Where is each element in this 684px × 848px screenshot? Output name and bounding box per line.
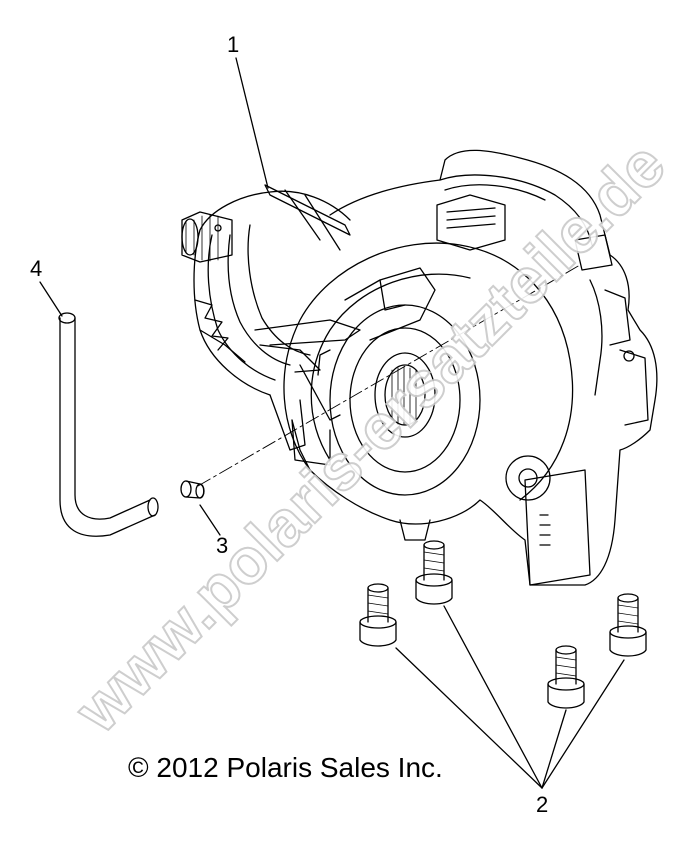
- leader-line-1: [235, 57, 269, 189]
- callout-4: 4: [30, 256, 43, 281]
- bolt-4: [609, 593, 647, 657]
- leader-line-4: [39, 281, 63, 317]
- leader-line-3: [199, 504, 221, 536]
- callout-3: 3: [216, 533, 229, 558]
- plug: [180, 480, 205, 499]
- centerline: [197, 264, 581, 487]
- bolt-1: [359, 583, 397, 647]
- gearcase-housing: [283, 149, 658, 586]
- input-housing: [181, 184, 361, 451]
- bolt-3: [547, 645, 585, 709]
- callout-2: 2: [536, 792, 549, 817]
- leader-lines-2: [395, 605, 625, 789]
- callout-1: 1: [227, 32, 240, 57]
- copyright-text: © 2012 Polaris Sales Inc.: [128, 752, 443, 783]
- vent-hose: [58, 312, 159, 537]
- bolt-2: [415, 540, 453, 605]
